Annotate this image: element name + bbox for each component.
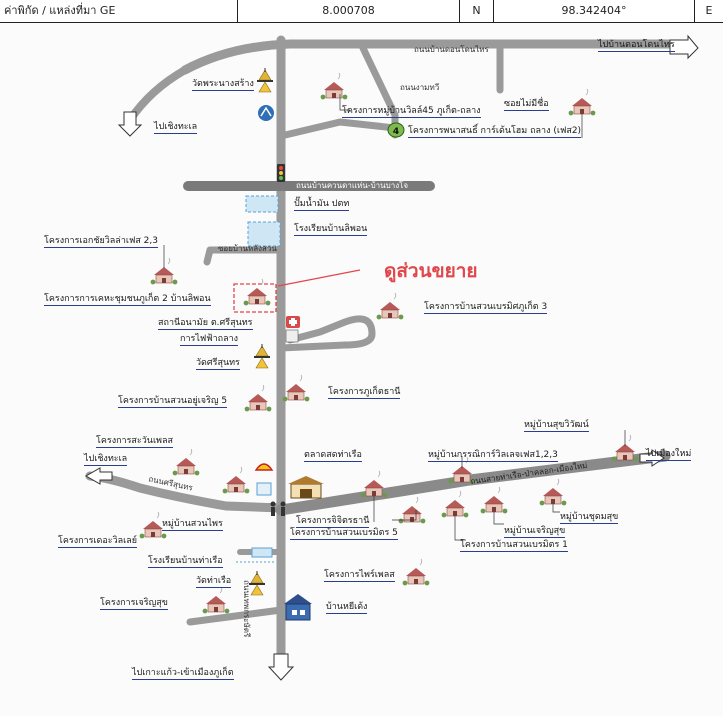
place-market: ตลาดสดท่าเรือ — [304, 450, 362, 462]
road-label-vertical: ถนนเทพกระษัตรี — [242, 580, 251, 638]
place-sawan-place: โครงการสะวันเพลส — [96, 436, 173, 448]
arrow-west — [84, 467, 113, 485]
place-prime-place: โครงการไพร์เพลส — [324, 570, 395, 582]
house-icon-phana-sonthi — [568, 88, 596, 116]
arrow-east — [639, 449, 665, 467]
place-gas-station: ปั๊มน้ำมัน ปตท — [294, 199, 350, 211]
shell-icon — [254, 463, 274, 471]
direction-to-cheng-talay-north: ไปเชิงทะเล — [154, 122, 198, 134]
house-icon-suan-phrai — [222, 466, 250, 494]
road-label-jaroen: ถนนงามทวี — [400, 83, 440, 92]
place-health-station: สถานีอนามัย ต.ศรีสุนทร — [158, 318, 253, 330]
place-jaroen-suk-project: โครงการเจริญสุข — [100, 598, 168, 610]
school-box — [247, 221, 281, 247]
place-kannika: หมู่บ้านกรรณิการ์วิลเลจเฟส1,2,3 — [428, 450, 558, 462]
direction-to-muang-mai: ไปเมืองใหม่ — [646, 449, 692, 461]
place-school-liphon: โรงเรียนบ้านลิพอน — [294, 224, 368, 236]
road-label-north: ถนนบ้านควนดาแห่น-บ้านบางโจ — [296, 181, 409, 190]
coord-label: ค่าพิกัด / แหล่งที่มา GE — [0, 0, 238, 22]
place-phana-sonthi: โครงการพนาสนธิ์ การ์เด้นโฮม ถลาง (เฟส2) — [408, 126, 582, 138]
road-diagonal-north — [277, 118, 399, 140]
place-bremit1: โครงการบ้านสวนเบรมิตร 1 — [460, 540, 568, 552]
house-icon-kheha — [243, 278, 271, 306]
place-jijit: โครงการจิจิตรธานี — [296, 516, 370, 528]
school-icon-tha-ruea — [236, 547, 274, 563]
roads — [85, 35, 675, 660]
route-number: 4 — [393, 127, 399, 137]
coordinate-header: ค่าพิกัด / แหล่งที่มา GE 8.000708 N 98.3… — [0, 0, 723, 23]
place-bremit3: โครงการบ้านสวนเบรมิศภูเก็ต 3 — [424, 302, 548, 314]
leader-lines — [163, 94, 626, 541]
place-wat-tha-ruea: วัดท่าเรือ — [196, 576, 232, 588]
house-icon-yu-jaroen — [244, 384, 272, 412]
zoom-area-box — [233, 283, 277, 313]
house-icon-phuket-thani — [282, 374, 310, 402]
road-label-ban-lang: ซอยบ้านหลังสวน — [218, 244, 277, 253]
place-jaroen-suk: หมู่บ้านเจริญสุข — [504, 526, 566, 538]
place-phuket-thani: โครงการภูเก็ตธานี — [328, 387, 401, 399]
arrow-south — [267, 653, 295, 681]
place-ekachai: โครงการเอกชัยวิลล่าเฟส 2,3 — [44, 236, 158, 248]
road-south-2 — [186, 606, 285, 626]
place-yu-jaroen: โครงการบ้านสวนอยู่เจริญ 5 — [118, 396, 228, 408]
place-ban-yee-deng: บ้านหยีเด้ง — [326, 602, 368, 614]
people-icon — [270, 501, 286, 516]
place-suan-phrai: หมู่บ้านสวนไพร — [162, 519, 223, 531]
market-icon — [288, 476, 324, 499]
road-top-west — [126, 66, 189, 124]
traffic-light-icon — [277, 164, 285, 182]
house-icon-bremit1 — [441, 490, 469, 518]
zoom-pointer — [277, 269, 361, 287]
longitude-direction: E — [705, 4, 713, 17]
house-icon-prime-place — [402, 558, 430, 586]
ptt-icon — [256, 482, 272, 496]
place-ville45: โครงการหมู่บ้านวิลล์45 ภูเก็ต-ถลาง — [342, 106, 481, 118]
house-icon-sawan-place — [172, 448, 200, 476]
latitude-direction: N — [460, 0, 494, 22]
place-school-tha-ruea: โรงเรียนบ้านท่าเรือ — [148, 556, 223, 568]
latitude-value: 8.000708 — [238, 0, 460, 22]
gas-station-box — [245, 195, 279, 213]
house-icon-chudom-suk — [539, 478, 567, 506]
place-electricity: การไฟฟ้าถลาง — [180, 334, 239, 346]
bank-icon — [258, 105, 274, 121]
house-icon-bremit5 — [398, 496, 426, 524]
route-badge: 4 — [387, 122, 405, 138]
house-icon-jaroen-suk-project — [202, 586, 230, 614]
zoom-label: ดูส่วนขยาย — [384, 260, 478, 282]
place-wat-sri-sunthon: วัดศรีสุนทร — [196, 358, 240, 370]
direction-to-don: ไปบ้านดอนโดนไทร — [598, 40, 675, 52]
direction-to-soi: ซอยไม่มีชื่อ — [504, 99, 549, 111]
temple-icon-wat-phra-nang — [256, 67, 274, 93]
house-icon-ville45 — [320, 72, 348, 100]
road-loop — [277, 315, 376, 352]
arrow-east-top — [669, 34, 699, 60]
place-wat-phra-nang: วัดพระนางสร้าง — [192, 79, 254, 91]
place-kheha: โครงการการเคหะชุมชนภูเก็ต 2 บ้านลิพอน — [44, 294, 211, 306]
house-icon-jaroen-suk — [480, 486, 508, 514]
place-chudom-suk: หมู่บ้านชุดมสุข — [560, 512, 619, 524]
place-bremit5: โครงการบ้านสวนเบรมิตร 5 — [290, 528, 398, 540]
road-top — [180, 39, 675, 75]
health-station-icon — [285, 316, 300, 343]
temple-icon-wat-sri-sunthon — [253, 343, 271, 369]
place-the-valley: โครงการเดอะวิลเลย์ — [58, 536, 138, 548]
building-icon-ban-yee-deng — [284, 594, 312, 621]
house-icon-jijit — [360, 470, 388, 498]
direction-arrows — [84, 34, 699, 681]
road-label-top: ถนนบ้านดอนโดนไทร — [414, 45, 489, 54]
longitude-value: 98.342404° — [494, 0, 695, 22]
house-icon-bremit3 — [376, 292, 404, 320]
arrow-south-west — [117, 111, 143, 137]
place-suk-wiwat: หมู่บ้านสุขวิวัฒน์ — [524, 420, 589, 432]
direction-to-cheng-talay-west: ไปเชิงทะเล — [84, 454, 128, 466]
road-ban-lang — [203, 246, 285, 266]
direction-to-kaew: ไปเกาะแก้ว-เข้าเมืองภูเก็ต — [132, 668, 234, 680]
